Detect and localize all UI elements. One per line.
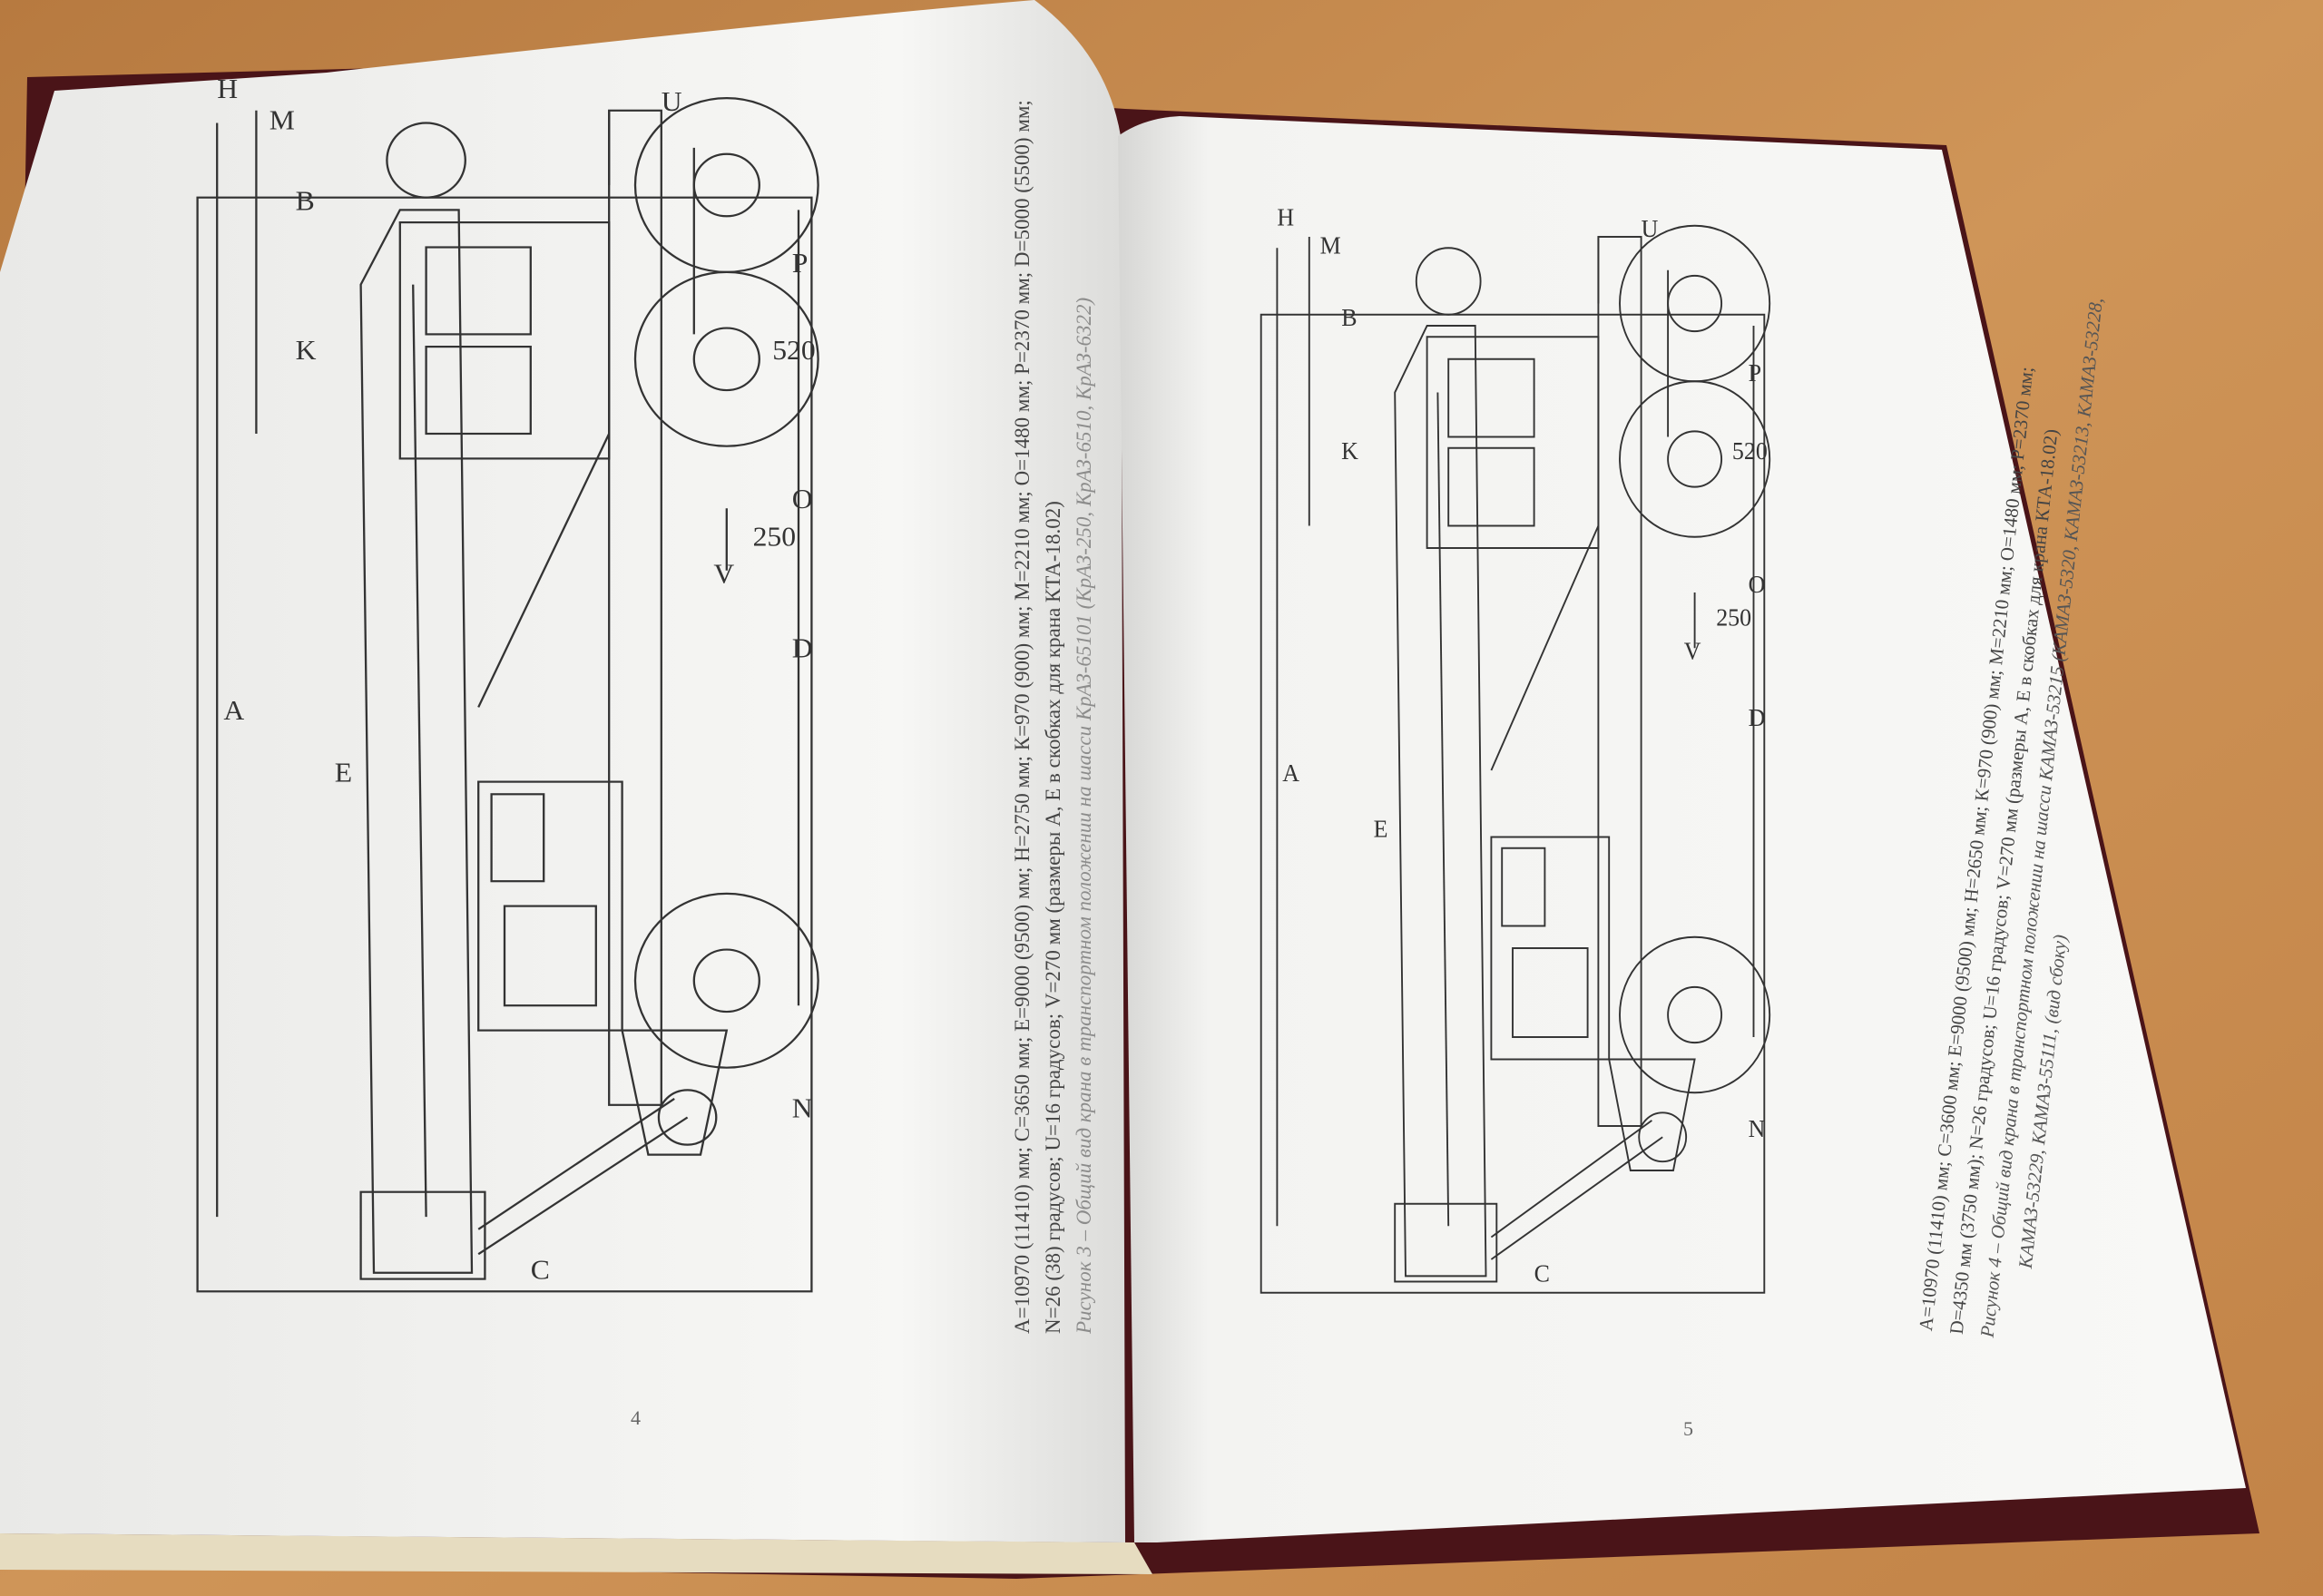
dimension-lines	[196, 110, 813, 1293]
dimension-label-c: C	[531, 1254, 550, 1285]
dimension-label-250: 250	[1716, 603, 1751, 632]
hook-block	[1490, 1111, 1688, 1260]
dimension-label-o: O	[792, 484, 813, 514]
left-figure-caption: Рисунок 3 – Общий вид крана в транспортн…	[1073, 297, 1095, 1334]
crane-drawing: A E D O P 250 520 B K HM U N V C	[1260, 203, 1771, 1294]
truck-chassis	[1490, 236, 1696, 1171]
crane-superstructure	[1415, 247, 1600, 771]
dimension-label-o: O	[1749, 571, 1766, 599]
dimension-label-m: M	[1320, 231, 1341, 259]
dimension-label-d: D	[792, 632, 813, 663]
dimension-label-k: K	[1341, 437, 1358, 465]
left-caption: А=10970 (11410) мм; С=3650 мм; Е=9000 (9…	[1007, 100, 1100, 1334]
hook-block	[477, 1089, 718, 1256]
dimension-label-h: H	[1277, 203, 1294, 231]
left-caption-line-1: А=10970 (11410) мм; С=3650 мм; Е=9000 (9…	[1011, 100, 1034, 1334]
dimension-label-v: V	[713, 558, 734, 589]
crane-boom	[1394, 325, 1498, 1283]
dimension-label-p: P	[792, 248, 809, 279]
dimension-label-v: V	[1684, 637, 1701, 665]
dimension-label-a: A	[223, 695, 245, 726]
right-page-number: 5	[1683, 1417, 1693, 1440]
dimension-label-a: A	[1282, 759, 1299, 788]
wheels	[633, 97, 819, 1069]
dimension-label-u: U	[662, 86, 682, 117]
dimension-label-e: E	[335, 757, 352, 788]
dimension-label-k: K	[296, 335, 317, 366]
dimension-label-c: C	[1534, 1259, 1550, 1288]
right-page	[1118, 116, 2246, 1542]
dimension-label-250: 250	[753, 521, 796, 552]
dimension-label-520: 520	[1732, 437, 1768, 465]
dimension-label-b: B	[1341, 304, 1357, 332]
truck-chassis	[477, 109, 729, 1156]
dimension-label-u: U	[1642, 215, 1659, 243]
dimension-label-d: D	[1749, 704, 1766, 732]
dimension-label-n: N	[792, 1092, 813, 1123]
dimension-label-h: H	[217, 73, 238, 104]
dimension-label-p: P	[1749, 359, 1761, 387]
dimension-label-n: N	[1749, 1115, 1766, 1143]
crane-drawing: A E D O P 250 520 B K H M U N V C	[196, 73, 819, 1293]
left-caption-line-2: N=26 (38) градусов; U=16 градусов; V=270…	[1042, 501, 1064, 1334]
left-page	[0, 0, 1125, 1542]
left-page-number: 4	[631, 1406, 641, 1429]
dimension-lines	[1260, 236, 1766, 1294]
dimension-label-e: E	[1374, 815, 1388, 843]
crane-boom	[359, 209, 486, 1280]
dimension-label-520: 520	[772, 335, 815, 366]
dimension-label-m: M	[270, 104, 295, 135]
dimension-label-b: B	[296, 185, 315, 216]
wheels	[1619, 224, 1771, 1094]
page-edges	[0, 1533, 1152, 1574]
